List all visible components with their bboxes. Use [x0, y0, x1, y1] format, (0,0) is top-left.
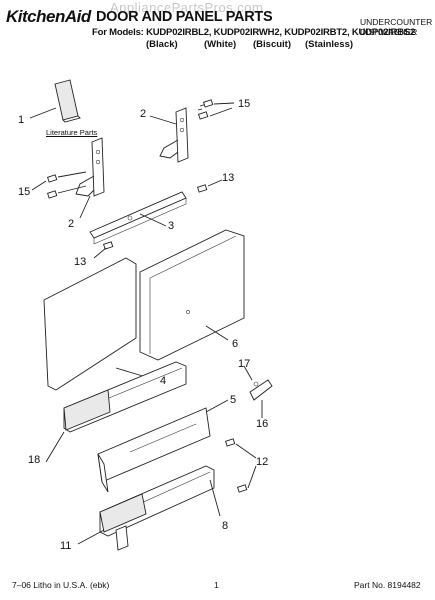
callout-15-left: 15 [18, 186, 31, 198]
category-line-1: UNDERCOUNTER [360, 17, 433, 27]
part-screws-12 [225, 438, 257, 493]
part-foam-strip-upper [45, 389, 111, 463]
literature-label: Literature Parts [46, 128, 98, 137]
color-white: (White) [204, 39, 237, 50]
callout-3: 3 [168, 220, 175, 232]
part-literature [29, 79, 81, 123]
callout-17: 17 [238, 358, 251, 370]
callout-18: 18 [28, 454, 41, 466]
callout-2-top: 2 [140, 108, 147, 120]
callout-5: 5 [230, 394, 237, 406]
part-screws-top [197, 99, 235, 120]
brand-logo: KitchenAid [6, 7, 91, 26]
part-screws-left [31, 171, 87, 199]
callout-13-left: 13 [74, 256, 87, 268]
color-biscuit: (Biscuit) [253, 39, 291, 50]
part-strike-bar [89, 191, 187, 245]
callout-8: 8 [222, 520, 229, 532]
callout-11: 11 [60, 540, 72, 552]
callout-6: 6 [232, 338, 239, 350]
part-outer-door-panel [139, 229, 245, 361]
part-screws-13 [93, 179, 223, 259]
callout-16: 16 [256, 418, 269, 430]
part-latch [243, 365, 273, 418]
callout-12: 12 [256, 456, 269, 468]
callout-2-left: 2 [68, 218, 75, 230]
footer-page: 1 [214, 580, 219, 590]
part-hinge-bracket-right [149, 107, 189, 163]
callout-13-top: 13 [222, 172, 235, 184]
color-stainless: (Stainless) [305, 39, 354, 50]
watermark: AppliancePartsPros.com [110, 0, 264, 15]
part-foam-strip-lower [77, 493, 147, 551]
callout-15-top: 15 [238, 98, 251, 110]
callout-1: 1 [18, 114, 25, 126]
page-title: DOOR AND PANEL PARTS [96, 9, 273, 25]
category-line-2: DISHWASHER [360, 27, 418, 37]
part-lower-bracket [97, 407, 211, 493]
footer-part-no: Part No. 8194482 [354, 580, 421, 590]
footer-litho: 7–06 Litho in U.S.A. (ebk) [12, 580, 110, 590]
part-hinge-bracket-left [75, 137, 105, 219]
part-inner-door-panel [43, 257, 157, 391]
callout-4: 4 [160, 375, 167, 387]
color-black: (Black) [146, 39, 178, 50]
category-label: UNDERCOUNTER DISHWASHER [360, 17, 432, 37]
model-list: For Models: KUDP02IRBL2, KUDP02IRWH2, KU… [92, 27, 416, 38]
